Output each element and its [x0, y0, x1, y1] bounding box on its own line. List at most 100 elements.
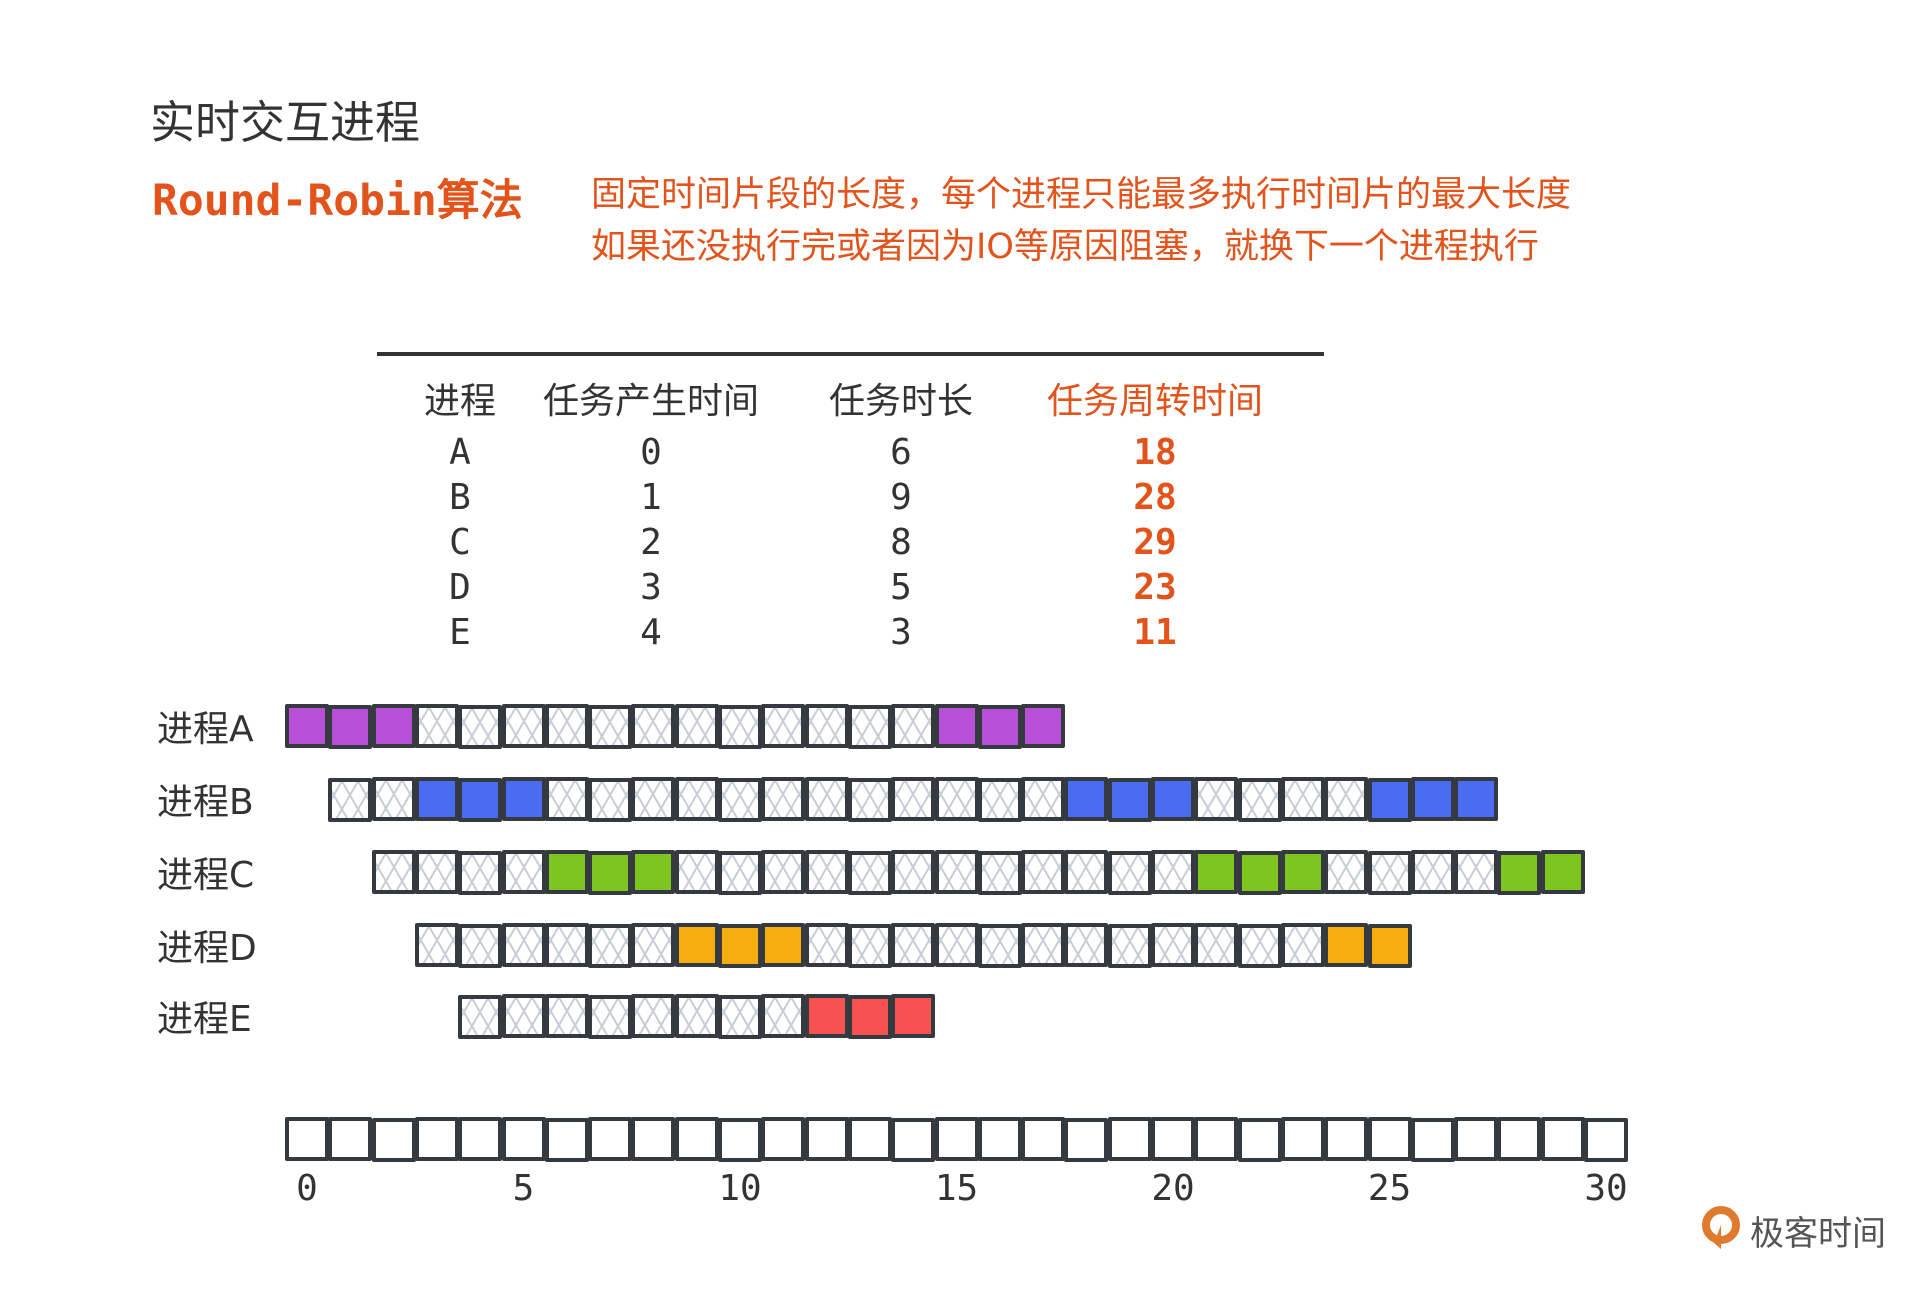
waiting-slot	[847, 705, 892, 749]
running-slot	[1367, 778, 1412, 822]
running-slot	[1021, 704, 1066, 748]
axis-slot	[285, 1117, 329, 1161]
waiting-slot	[631, 923, 676, 967]
cell-process: C	[449, 522, 471, 563]
waiting-slot	[761, 704, 806, 748]
axis-slot	[544, 1118, 589, 1162]
waiting-slot	[718, 851, 762, 895]
axis-slot	[1540, 1117, 1585, 1161]
waiting-slot	[1064, 923, 1109, 967]
running-slot	[1540, 850, 1585, 894]
running-slot	[1324, 923, 1369, 967]
running-slot	[328, 705, 373, 749]
cell-turnaround: 18	[1133, 432, 1177, 473]
axis-slot	[674, 1117, 719, 1161]
waiting-slot	[804, 850, 849, 894]
page-title: 实时交互进程	[150, 96, 421, 149]
waiting-slot	[804, 923, 849, 967]
axis-slot	[1237, 1118, 1282, 1162]
waiting-slot	[371, 850, 416, 894]
waiting-slot	[631, 704, 676, 748]
running-slot	[631, 850, 676, 894]
running-slot	[934, 704, 979, 748]
waiting-slot	[934, 850, 979, 894]
cell-turnaround: 29	[1133, 522, 1177, 563]
running-slot	[1367, 924, 1412, 968]
waiting-slot	[501, 923, 546, 967]
axis-tick-label: 25	[1367, 1168, 1412, 1209]
cell-turnaround: 28	[1133, 477, 1177, 518]
axis-slot	[328, 1117, 373, 1161]
description-line-1: 固定时间片段的长度，每个进程只能最多执行时间片的最大长度	[591, 175, 1572, 215]
header-arrival-time: 任务产生时间	[542, 381, 760, 422]
waiting-slot	[718, 705, 762, 749]
axis-tick-label: 5	[512, 1168, 535, 1209]
waiting-slot	[1151, 850, 1195, 894]
axis-tick-label: 20	[1151, 1168, 1195, 1209]
running-slot	[1497, 851, 1542, 895]
waiting-slot	[1021, 923, 1066, 967]
row-label: 进程A	[157, 709, 254, 750]
waiting-slot	[1237, 924, 1282, 968]
running-slot	[1237, 851, 1282, 895]
waiting-slot	[371, 777, 416, 821]
row-label: 进程D	[157, 928, 257, 969]
waiting-slot	[761, 994, 806, 1038]
waiting-slot	[414, 850, 459, 894]
axis-slot	[847, 1117, 892, 1161]
running-slot	[1410, 777, 1455, 821]
cell-duration: 6	[890, 432, 912, 473]
waiting-slot	[1324, 850, 1369, 894]
waiting-slot	[458, 851, 503, 895]
axis-slot	[1194, 1117, 1239, 1161]
waiting-slot	[804, 704, 849, 748]
cell-duration: 8	[890, 522, 912, 563]
waiting-slot	[1410, 850, 1455, 894]
waiting-slot	[674, 850, 719, 894]
waiting-slot	[718, 995, 762, 1039]
waiting-slot	[414, 923, 459, 967]
axis-tick-label: 15	[934, 1168, 979, 1209]
axis-slot	[1107, 1117, 1152, 1161]
waiting-slot	[1280, 777, 1325, 821]
waiting-slot	[891, 777, 936, 821]
running-slot	[458, 778, 503, 822]
waiting-slot	[588, 924, 633, 968]
waiting-slot	[977, 778, 1022, 822]
logo-text: 极客时间	[1750, 1213, 1886, 1254]
waiting-slot	[588, 778, 633, 822]
waiting-slot	[1280, 923, 1325, 967]
axis-slot	[458, 1117, 503, 1161]
axis-slot	[1584, 1118, 1628, 1162]
waiting-slot	[544, 923, 589, 967]
header-turnaround: 任务周转时间	[1046, 381, 1264, 422]
row-label: 进程B	[157, 782, 254, 823]
cell-process: A	[449, 432, 471, 473]
waiting-slot	[674, 704, 719, 748]
axis-tick-label: 10	[718, 1168, 762, 1209]
waiting-slot	[847, 924, 892, 968]
running-slot	[371, 704, 416, 748]
header-process: 进程	[423, 381, 497, 422]
axis-tick-label: 30	[1584, 1168, 1628, 1209]
waiting-slot	[718, 778, 762, 822]
waiting-slot	[1107, 924, 1152, 968]
waiting-slot	[1107, 851, 1152, 895]
waiting-slot	[1454, 850, 1499, 894]
waiting-slot	[1324, 777, 1369, 821]
waiting-slot	[1021, 850, 1066, 894]
running-slot	[285, 704, 329, 748]
axis-slot	[1410, 1118, 1455, 1162]
axis-slot	[631, 1117, 676, 1161]
axis-slot	[1454, 1117, 1499, 1161]
waiting-slot	[544, 704, 589, 748]
waiting-slot	[1194, 923, 1239, 967]
waiting-slot	[588, 995, 633, 1039]
cell-process: E	[449, 612, 471, 653]
row-label: 进程C	[157, 855, 255, 896]
axis-slot	[804, 1117, 849, 1161]
geektime-logo: 极客时间	[1700, 1205, 1886, 1255]
running-slot	[977, 705, 1022, 749]
waiting-slot	[891, 704, 936, 748]
waiting-slot	[631, 777, 676, 821]
